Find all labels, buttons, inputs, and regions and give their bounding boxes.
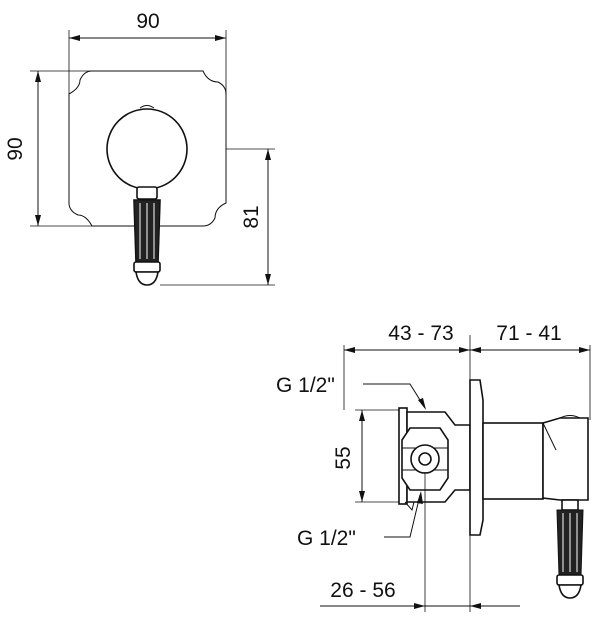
bottom-dimension: 26 - 56	[320, 472, 520, 612]
width-dim-label: 90	[136, 10, 159, 33]
side-view: 43 - 73 71 - 41 G 1/2" 55	[276, 322, 591, 612]
bottom-dim-label: 26 - 56	[330, 579, 395, 602]
thread-top-leader	[363, 383, 426, 409]
depth-right-label: 71 - 41	[496, 322, 561, 345]
cover-plate	[68, 70, 227, 227]
lever-dim-label: 81	[240, 205, 263, 228]
depth-dimensions: 43 - 73 71 - 41	[343, 322, 591, 420]
height-dimension: 90	[4, 70, 95, 227]
thread-top-label: G 1/2"	[276, 374, 335, 397]
vertical-55-label: 55	[332, 446, 355, 469]
front-view: 90 90	[4, 10, 275, 286]
lever-handle	[133, 199, 161, 286]
thread-bottom-leader	[384, 494, 421, 538]
depth-left-label: 43 - 73	[388, 322, 453, 345]
lever-neck	[136, 186, 158, 200]
thread-bottom-label: G 1/2"	[297, 527, 356, 550]
width-dimension: 90	[68, 10, 227, 95]
vertical-55-dimension: 55	[332, 409, 400, 503]
handle-knob	[106, 108, 188, 190]
height-dim-label: 90	[4, 137, 27, 160]
lever-dimension: 81	[160, 148, 275, 286]
valve-body	[398, 379, 589, 599]
